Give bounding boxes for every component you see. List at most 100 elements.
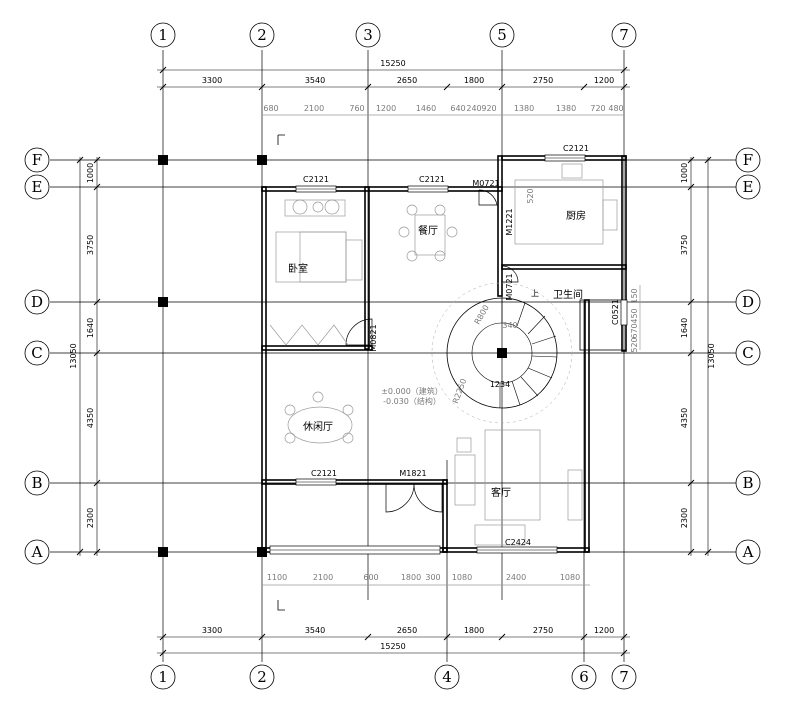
svg-text:2750: 2750 (533, 626, 553, 635)
grid-bubble-F-right: F (735, 147, 761, 173)
kitchen-furniture (514, 163, 618, 245)
room-labels: 卧室 餐厅 厨房 卫生间 休闲厅 客厅 (288, 209, 586, 499)
svg-text:13050: 13050 (69, 343, 78, 368)
svg-text:3300: 3300 (202, 626, 222, 635)
svg-text:760: 760 (349, 104, 364, 113)
svg-text:3750: 3750 (680, 235, 689, 255)
grid-bubble-F-left: F (24, 147, 50, 173)
svg-text:720: 720 (590, 104, 605, 113)
svg-text:1200: 1200 (594, 76, 614, 85)
svg-text:2: 2 (257, 26, 267, 44)
svg-text:F: F (743, 151, 753, 169)
svg-text:13050: 13050 (707, 343, 716, 368)
svg-text:1460: 1460 (416, 104, 436, 113)
svg-text:3540: 3540 (305, 626, 325, 635)
svg-text:M1821: M1821 (399, 469, 426, 478)
svg-text:300: 300 (425, 573, 440, 582)
svg-text:E: E (743, 178, 754, 196)
grid-bubbles-top: 1 2 3 5 7 (150, 22, 637, 48)
room-label-kitchen: 厨房 (566, 209, 586, 222)
room-label-bathroom: 卫生间 (553, 288, 583, 301)
svg-text:2750: 2750 (533, 76, 553, 85)
grid-bubble-7-bottom: 7 (611, 664, 637, 690)
svg-text:C: C (31, 344, 42, 362)
svg-text:640: 640 (450, 104, 465, 113)
svg-text:D: D (742, 293, 754, 311)
grid-bubble-D-left: D (24, 289, 50, 315)
svg-text:3300: 3300 (202, 76, 222, 85)
svg-text:1640: 1640 (86, 318, 95, 338)
svg-text:2650: 2650 (397, 76, 417, 85)
svg-text:C2121: C2121 (311, 469, 337, 478)
svg-text:1234: 1234 (490, 380, 510, 389)
svg-text:E: E (32, 178, 43, 196)
svg-text:2650: 2650 (397, 626, 417, 635)
walls (261, 154, 628, 555)
bottom-dimensions: 1100 2100 600 1800 300 1080 2400 1080 33… (157, 573, 630, 657)
room-label-living: 客厅 (491, 486, 511, 499)
lounge-furniture (284, 391, 354, 444)
svg-text:150: 150 (630, 288, 639, 303)
svg-text:4350: 4350 (86, 408, 95, 428)
grid-bubbles-right: F E D C B A (735, 147, 761, 565)
svg-text:C2121: C2121 (419, 175, 445, 184)
grid-bubble-5-top: 5 (489, 22, 515, 48)
grid-axes (50, 50, 748, 662)
grid-bubble-B-right: B (735, 470, 761, 496)
svg-text:M0721: M0721 (505, 273, 514, 300)
svg-text:1100: 1100 (267, 573, 287, 582)
svg-text:4: 4 (442, 668, 452, 686)
svg-text:520: 520 (630, 337, 639, 352)
window-c2121-kitchen (544, 154, 586, 162)
svg-text:-0.030（结构）: -0.030（结构） (383, 396, 441, 406)
grid-bubble-4-bottom: 4 (434, 664, 460, 690)
grid-bubble-E-right: E (735, 174, 761, 200)
svg-text:±0.000（建筑）: ±0.000（建筑） (381, 386, 443, 396)
svg-text:B: B (31, 474, 42, 492)
svg-text:1380: 1380 (556, 104, 576, 113)
svg-text:240: 240 (466, 104, 481, 113)
svg-text:920: 920 (481, 104, 496, 113)
bedroom-furniture (269, 199, 363, 346)
grid-bubble-A-right: A (735, 539, 761, 565)
svg-text:M0821: M0821 (369, 324, 378, 351)
top-dimensions: 15250 3300 3540 2650 1800 2750 1200 680 … (157, 59, 630, 145)
svg-text:C: C (742, 344, 753, 362)
svg-text:3750: 3750 (86, 235, 95, 255)
room-label-dining: 餐厅 (418, 224, 438, 237)
svg-text:15250: 15250 (380, 59, 405, 68)
svg-text:M0721: M0721 (472, 179, 499, 188)
svg-text:15250: 15250 (380, 642, 405, 651)
svg-text:B: B (742, 474, 753, 492)
svg-text:6: 6 (579, 668, 589, 686)
svg-text:1200: 1200 (376, 104, 396, 113)
svg-text:4350: 4350 (680, 408, 689, 428)
svg-text:450: 450 (630, 308, 639, 323)
svg-text:D: D (31, 293, 43, 311)
svg-text:2100: 2100 (304, 104, 324, 113)
svg-text:520: 520 (526, 188, 535, 203)
grid-bubble-1-bottom: 1 (150, 664, 176, 690)
window-c2121-lounge (295, 478, 337, 486)
svg-text:M1221: M1221 (505, 208, 514, 235)
svg-text:1080: 1080 (452, 573, 472, 582)
svg-text:C2121: C2121 (303, 175, 329, 184)
svg-text:C0521: C0521 (611, 299, 620, 325)
svg-text:C2424: C2424 (505, 538, 531, 547)
room-label-bedroom: 卧室 (288, 262, 308, 275)
window-c2121-bedroom (295, 185, 337, 193)
svg-text:1000: 1000 (680, 163, 689, 183)
grid-bubble-A-left: A (24, 539, 50, 565)
grid-bubble-1-top: 1 (150, 22, 176, 48)
living-furniture (454, 429, 583, 546)
svg-text:680: 680 (263, 104, 278, 113)
grid-bubble-C-left: C (24, 340, 50, 366)
room-label-lounge: 休闲厅 (303, 420, 333, 433)
window-c2424-living (476, 546, 558, 554)
svg-text:C2121: C2121 (563, 144, 589, 153)
svg-text:2100: 2100 (313, 573, 333, 582)
grid-bubble-D-right: D (735, 289, 761, 315)
svg-text:1800: 1800 (464, 76, 484, 85)
svg-text:1080: 1080 (560, 573, 580, 582)
